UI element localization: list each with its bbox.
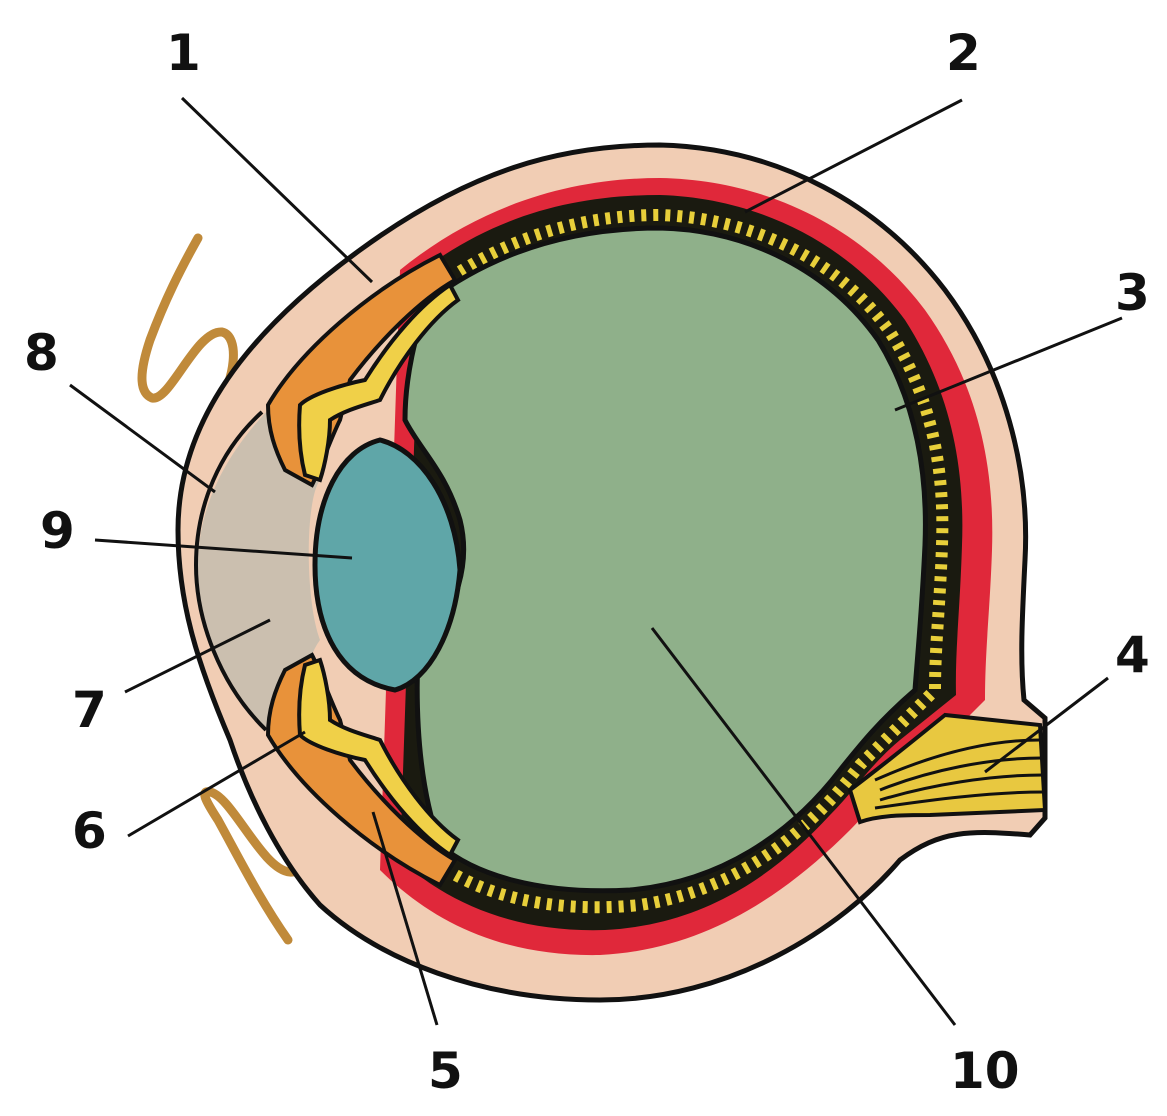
leader-line-10 [650, 627, 957, 1026]
label-9: 9 [40, 502, 75, 560]
leader-line-3 [894, 316, 1123, 412]
lower-iris [297, 657, 461, 858]
cornea [193, 410, 268, 732]
label-8: 8 [24, 324, 59, 382]
anterior-chamber [197, 410, 320, 730]
retina-striped-layer [426, 208, 949, 914]
label-2: 2 [946, 24, 981, 82]
lens [312, 437, 463, 693]
leader-line-1 [180, 96, 374, 284]
leader-line-4 [984, 676, 1109, 774]
label-1: 1 [166, 24, 201, 82]
leader-line-5 [371, 811, 439, 1026]
label-6: 6 [72, 802, 107, 860]
label-10: 10 [950, 1042, 1020, 1100]
leader-line-7 [124, 618, 271, 694]
leader-lines [69, 96, 1123, 1026]
upper-iris [297, 282, 461, 483]
leader-line-9 [94, 538, 353, 560]
vitreous-body [402, 225, 928, 894]
label-5: 5 [428, 1042, 463, 1100]
label-4: 4 [1115, 626, 1150, 684]
upper-eyelid-line [137, 233, 238, 415]
label-3: 3 [1115, 264, 1150, 322]
leader-line-8 [69, 383, 216, 494]
label-7: 7 [72, 681, 107, 739]
leader-line-6 [127, 730, 306, 838]
leader-line-2 [744, 98, 963, 214]
optic-nerve-fibers [874, 738, 1045, 810]
